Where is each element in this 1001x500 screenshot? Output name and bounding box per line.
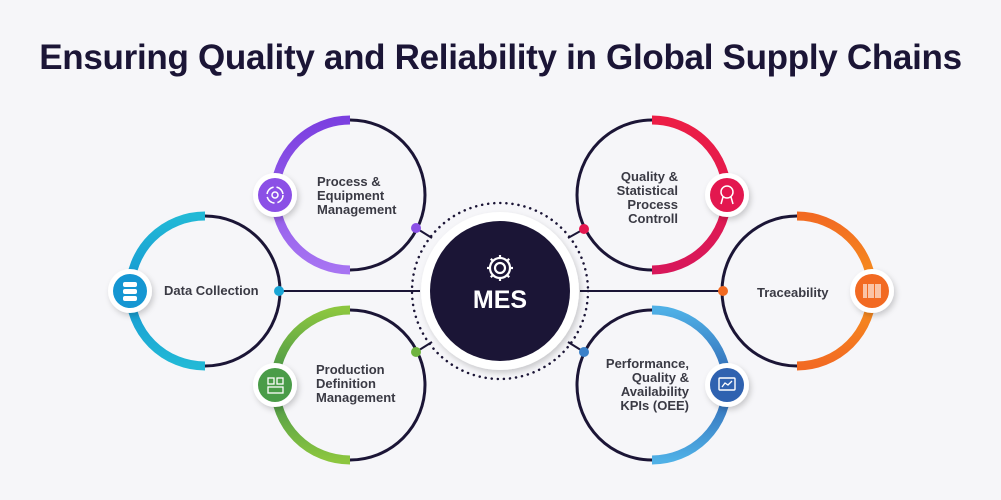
label-line: KPIs (OEE) <box>620 398 689 413</box>
label-line: Data Collection <box>164 283 259 298</box>
label-line: Statistical <box>616 183 678 198</box>
connector-dot <box>411 347 421 357</box>
label-line: Quality & <box>631 370 689 385</box>
hub-label: MES <box>472 286 528 314</box>
node-label-traceability: Traceability <box>757 286 829 300</box>
label-line: Equipment <box>317 188 385 203</box>
label-line: Performance, <box>605 356 689 371</box>
database-icon <box>108 269 152 313</box>
label-line: Management <box>317 202 397 217</box>
connector-dot <box>411 223 421 233</box>
node-label-process-equipment: Process & Equipment Management <box>317 175 396 217</box>
label-line: Process <box>627 197 678 212</box>
node-label-performance-kpis: Performance, Quality & Availability KPIs… <box>590 357 689 413</box>
label-line: Controll <box>628 211 678 226</box>
label-line: Management <box>316 390 396 405</box>
connector-dot <box>718 286 728 296</box>
label-line: Quality & <box>620 169 678 184</box>
label-line: Definition <box>316 376 376 391</box>
node-label-quality-spc: Quality & Statistical Process Controll <box>588 170 678 226</box>
label-line: Production <box>316 362 385 377</box>
label-line: Traceability <box>757 285 829 300</box>
page-title: Ensuring Quality and Reliability in Glob… <box>39 38 962 77</box>
award-badge-icon <box>705 173 749 217</box>
label-line: Process & <box>317 174 381 189</box>
barcode-icon <box>850 269 894 313</box>
hub-dotted-ring <box>410 201 590 381</box>
gear-icon <box>487 255 513 281</box>
production-definition-icon <box>253 363 297 407</box>
hub-core <box>430 221 570 361</box>
node-label-production-definition: Production Definition Management <box>316 363 395 405</box>
node-label-data-collection: Data Collection <box>164 284 259 298</box>
label-line: Availability <box>620 384 689 399</box>
connector-dot <box>579 224 589 234</box>
connector-dot <box>274 286 284 296</box>
kpi-monitor-icon <box>705 363 749 407</box>
connector-dot <box>579 347 589 357</box>
process-cycle-icon <box>253 173 297 217</box>
